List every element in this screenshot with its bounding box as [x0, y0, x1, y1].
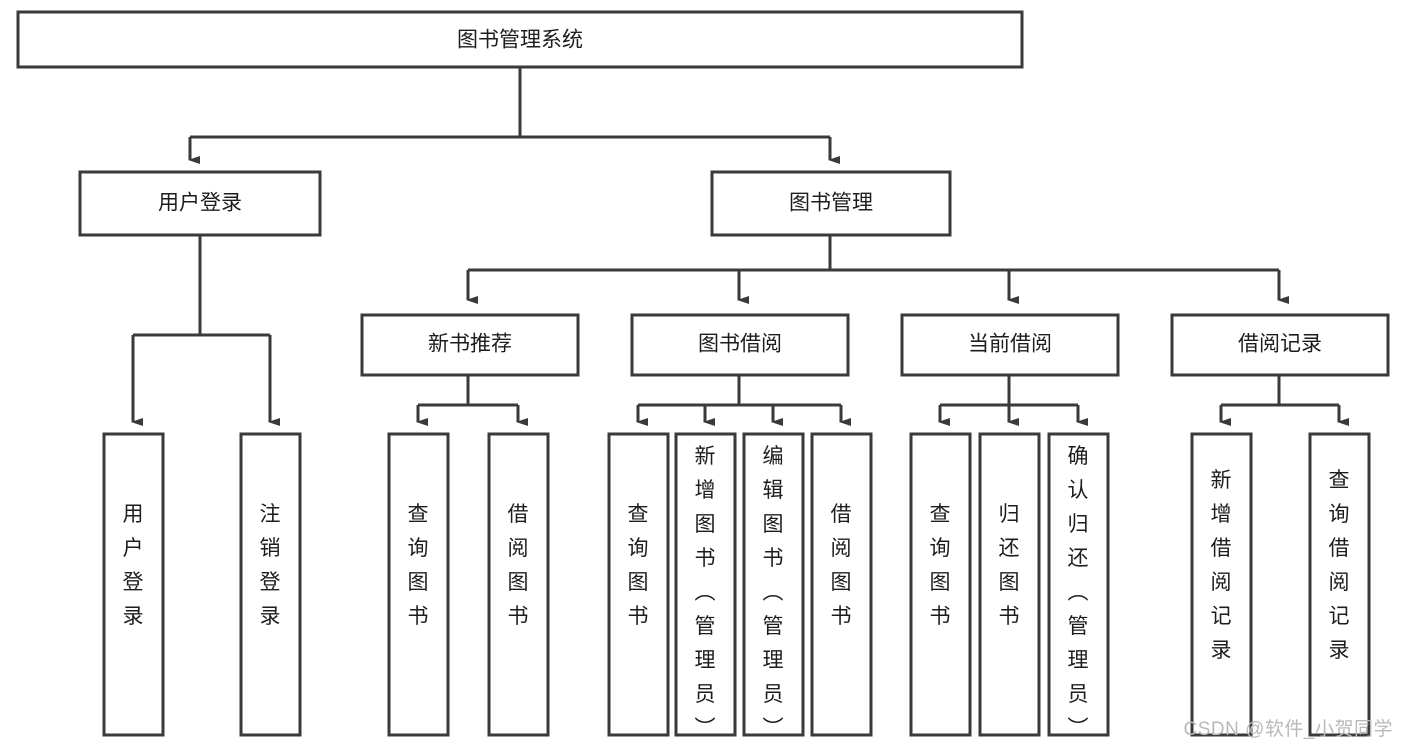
node-leaf-borrow-book-1[interactable]: 借阅图书 — [487, 432, 550, 737]
node-book-management[interactable]: 图书管理 — [710, 170, 952, 237]
node-leaf-add-record[interactable]: 新增借阅记录 — [1190, 432, 1253, 737]
node-leaf-query-record[interactable]: 查询借阅记录 — [1308, 432, 1371, 737]
node-root-label: 图书管理系统 — [457, 29, 583, 52]
node-book-borrow-label: 图书借阅 — [698, 333, 782, 356]
node-leaf-add-record-label: 新增借阅记录 — [1211, 469, 1232, 662]
node-borrow-record-label: 借阅记录 — [1238, 333, 1322, 356]
node-leaf-logout-login[interactable]: 注销登录 — [239, 432, 302, 737]
node-user-login-label: 用户登录 — [158, 192, 242, 215]
node-leaf-query-book-1-label: 查询图书 — [408, 503, 429, 628]
node-leaf-logout-login-label: 注销登录 — [260, 503, 281, 628]
node-new-book-recommend-label: 新书推荐 — [428, 333, 512, 356]
node-leaf-borrow-book-1-label: 借阅图书 — [508, 503, 529, 628]
node-leaf-return-book[interactable]: 归还图书 — [978, 432, 1041, 737]
node-leaf-user-login-label: 用户登录 — [123, 503, 144, 628]
edge-borrowrecord-to-leaves — [1219, 375, 1349, 426]
node-user-login[interactable]: 用户登录 — [78, 170, 322, 237]
node-leaf-query-book-3-label: 查询图书 — [930, 503, 951, 628]
edge-root-to-level2 — [188, 67, 840, 164]
node-leaf-borrow-book-2[interactable]: 借阅图书 — [810, 432, 873, 737]
node-new-book-recommend[interactable]: 新书推荐 — [360, 313, 580, 377]
node-leaf-confirm-return-label: 确认归还︵管理员︶ — [1068, 445, 1089, 740]
node-borrow-record[interactable]: 借阅记录 — [1170, 313, 1390, 377]
csdn-watermark: CSDN @软件_小贺同学 — [1183, 719, 1393, 740]
node-leaf-query-book-3[interactable]: 查询图书 — [909, 432, 972, 737]
node-leaf-user-login[interactable]: 用户登录 — [102, 432, 165, 737]
edge-userlogin-to-leaves — [131, 235, 280, 426]
node-leaf-query-book-2[interactable]: 查询图书 — [607, 432, 670, 737]
node-current-borrow-label: 当前借阅 — [968, 333, 1052, 356]
node-current-borrow[interactable]: 当前借阅 — [900, 313, 1120, 377]
node-leaf-add-book-label: 新增图书︵管理员︶ — [695, 445, 716, 740]
node-leaf-borrow-book-2-label: 借阅图书 — [831, 503, 852, 628]
edge-newbook-to-leaves — [416, 375, 528, 426]
node-leaf-query-record-label: 查询借阅记录 — [1329, 469, 1350, 662]
node-book-borrow[interactable]: 图书借阅 — [630, 313, 850, 377]
edge-bookmgmt-to-level3 — [466, 235, 1289, 304]
node-leaf-query-book-2-label: 查询图书 — [628, 503, 649, 628]
node-leaf-edit-book[interactable]: 编辑图书︵管理员︶ — [742, 432, 805, 740]
node-leaf-confirm-return[interactable]: 确认归还︵管理员︶ — [1047, 432, 1110, 740]
edge-bookborrow-to-leaves — [636, 375, 851, 426]
node-leaf-add-book[interactable]: 新增图书︵管理员︶ — [674, 432, 737, 740]
edge-currentborrow-to-leaves — [938, 375, 1088, 426]
node-book-management-label: 图书管理 — [789, 192, 873, 215]
node-leaf-query-book-1[interactable]: 查询图书 — [387, 432, 450, 737]
node-leaf-return-book-label: 归还图书 — [999, 503, 1020, 628]
node-leaf-edit-book-label: 编辑图书︵管理员︶ — [763, 445, 784, 740]
node-root-system[interactable]: 图书管理系统 — [16, 10, 1024, 69]
